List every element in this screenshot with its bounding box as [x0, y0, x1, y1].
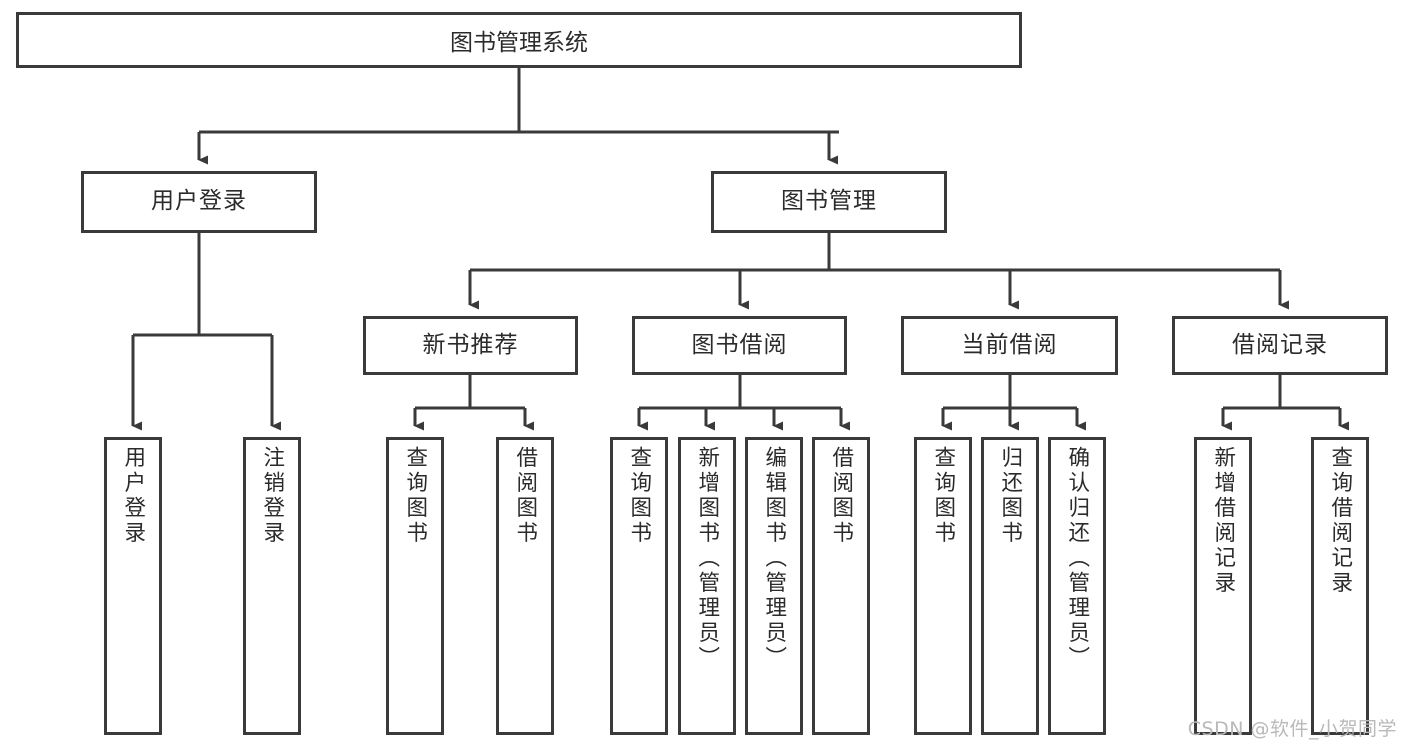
- node-new-book-recommend-label: 新书推荐: [422, 331, 519, 358]
- node-user-login[interactable]: 用户登录: [81, 171, 317, 233]
- node-root-system-label: 图书管理系统: [450, 30, 588, 56]
- leaf-user-login-logout[interactable]: 注销登录: [243, 437, 301, 735]
- node-book-borrow-label: 图书借阅: [691, 331, 788, 358]
- leaf-user-login-logout-label: 注销登录: [259, 446, 285, 546]
- leaf-current-confirm-return[interactable]: 确认归还（管理员）: [1048, 437, 1106, 735]
- node-current-borrow[interactable]: 当前借阅: [901, 316, 1118, 375]
- leaf-recommend-query-book-label: 查询图书: [402, 446, 428, 546]
- node-book-management[interactable]: 图书管理: [711, 171, 947, 233]
- node-root-system[interactable]: 图书管理系统: [16, 12, 1022, 68]
- leaf-current-return-book[interactable]: 归还图书: [981, 437, 1039, 735]
- leaf-borrow-query-book-label: 查询图书: [626, 446, 652, 546]
- leaf-borrow-edit-book[interactable]: 编辑图书（管理员）: [745, 437, 803, 735]
- node-borrow-record[interactable]: 借阅记录: [1172, 316, 1388, 375]
- leaf-record-add-record-label: 新增借阅记录: [1210, 446, 1236, 596]
- leaf-record-query-record[interactable]: 查询借阅记录: [1311, 437, 1369, 735]
- leaf-borrow-query-book[interactable]: 查询图书: [610, 437, 668, 735]
- node-borrow-record-label: 借阅记录: [1232, 331, 1328, 358]
- leaf-recommend-query-book[interactable]: 查询图书: [386, 437, 444, 735]
- csdn-watermark: CSDN @软件_小贺同学: [1187, 718, 1397, 740]
- leaf-borrow-add-book[interactable]: 新增图书（管理员）: [678, 437, 736, 735]
- leaf-user-login-login[interactable]: 用户登录: [104, 437, 162, 735]
- leaf-borrow-borrow-book-label: 借阅图书: [828, 446, 854, 546]
- node-book-management-label: 图书管理: [781, 188, 877, 215]
- leaf-current-query-book-label: 查询图书: [930, 446, 956, 546]
- leaf-current-confirm-return-label: 确认归还（管理员）: [1064, 446, 1090, 671]
- leaf-borrow-edit-book-label: 编辑图书（管理员）: [761, 446, 787, 671]
- leaf-current-query-book[interactable]: 查询图书: [914, 437, 972, 735]
- leaf-current-return-book-label: 归还图书: [997, 446, 1023, 546]
- leaf-borrow-add-book-label: 新增图书（管理员）: [694, 446, 720, 671]
- node-current-borrow-label: 当前借阅: [961, 331, 1058, 358]
- node-book-borrow[interactable]: 图书借阅: [632, 316, 847, 375]
- leaf-borrow-borrow-book[interactable]: 借阅图书: [812, 437, 870, 735]
- leaf-user-login-login-label: 用户登录: [120, 446, 146, 546]
- node-user-login-label: 用户登录: [151, 188, 247, 215]
- leaf-recommend-borrow-book-label: 借阅图书: [512, 446, 538, 546]
- node-new-book-recommend[interactable]: 新书推荐: [363, 316, 578, 375]
- leaf-record-query-record-label: 查询借阅记录: [1327, 446, 1353, 596]
- leaf-recommend-borrow-book[interactable]: 借阅图书: [496, 437, 554, 735]
- leaf-record-add-record[interactable]: 新增借阅记录: [1194, 437, 1252, 735]
